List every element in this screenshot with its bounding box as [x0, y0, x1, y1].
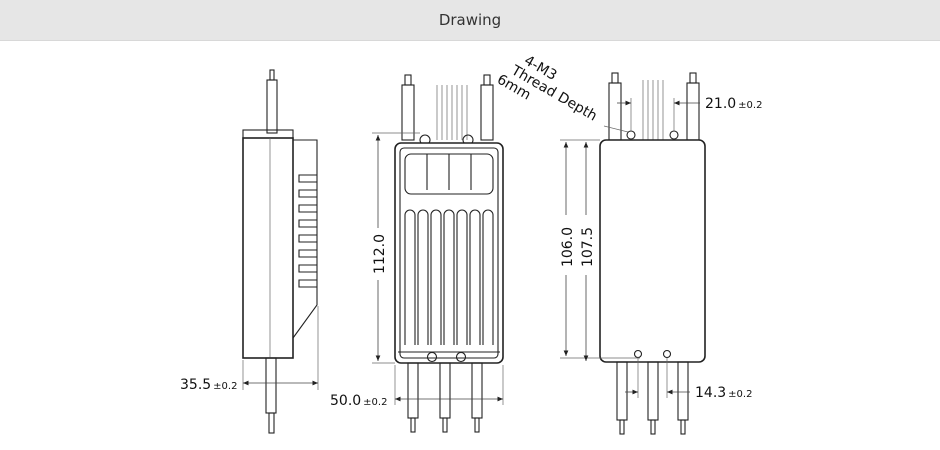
- thread-annotation: 4-M3 Thread Depth 6mm: [494, 53, 600, 125]
- svg-text:21.0±0.2: 21.0±0.2: [705, 96, 762, 112]
- bottom-hole-spacing-dim: 14.3: [695, 385, 726, 401]
- front-view: 112.0 50.0±0.2: [328, 74, 504, 433]
- side-width-tol: ±0.2: [213, 381, 237, 392]
- top-hole-spacing-dim: 21.0: [705, 96, 736, 112]
- back-height-inner-dim: 106.0: [560, 227, 576, 267]
- side-view: 35.5±0.2: [180, 69, 319, 434]
- back-height-outer-dim: 107.5: [580, 227, 596, 267]
- front-width-tol: ±0.2: [363, 397, 387, 408]
- side-width-dim: 35.5: [180, 377, 211, 393]
- svg-text:50.0±0.2: 50.0±0.2: [330, 393, 387, 409]
- svg-text:35.5±0.2: 35.5±0.2: [180, 377, 237, 393]
- bottom-hole-spacing-tol: ±0.2: [728, 389, 752, 400]
- svg-text:14.3±0.2: 14.3±0.2: [695, 385, 752, 401]
- heatsink-fins: [404, 209, 494, 345]
- drawing-header: Drawing: [0, 0, 940, 41]
- front-width-dim: 50.0: [330, 393, 361, 409]
- front-height-dim: 112.0: [372, 234, 388, 274]
- header-title: Drawing: [438, 11, 502, 29]
- top-hole-spacing-tol: ±0.2: [738, 100, 762, 111]
- back-view: 106.0 107.5 21.0±0.2 14.3±0.2 4-M3 Threa…: [494, 53, 762, 435]
